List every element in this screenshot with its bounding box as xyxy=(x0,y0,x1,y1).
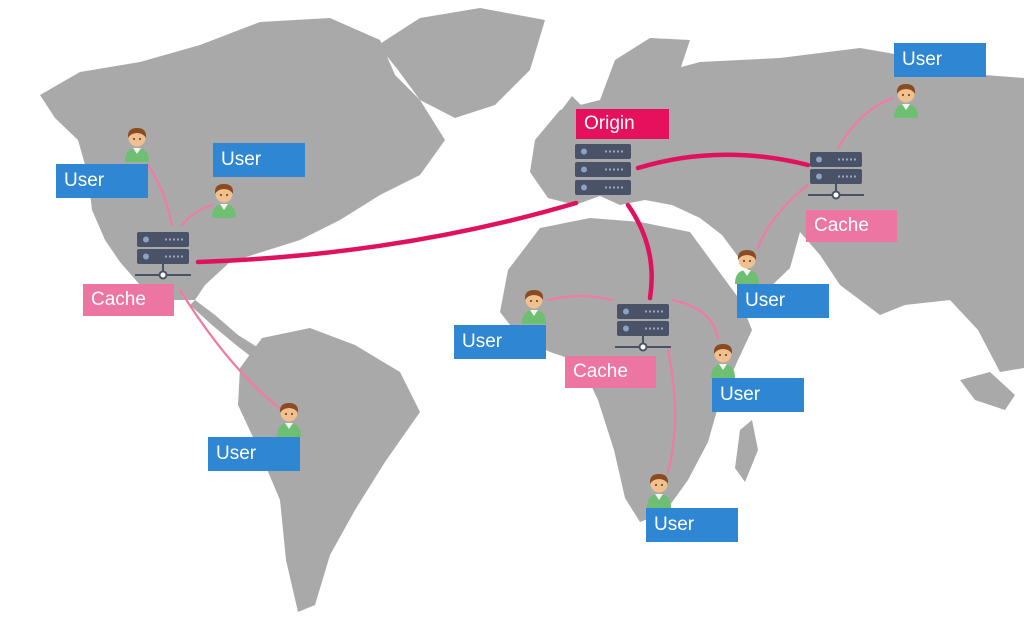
user-label-na-east: User xyxy=(213,143,305,177)
origin-server-icon xyxy=(574,143,632,196)
cache-label-asia: Cache xyxy=(806,210,897,242)
link-west-africa xyxy=(546,294,614,302)
link-south-africa xyxy=(666,348,677,474)
south-america-land xyxy=(238,328,420,612)
link-russia xyxy=(836,96,895,150)
link-south-america xyxy=(178,288,284,412)
origin-to-cache-americas-link xyxy=(195,200,579,265)
scandinavia-land xyxy=(600,38,690,100)
cache-links xyxy=(146,96,895,474)
link-na-east xyxy=(180,203,214,227)
user-label-east-africa: User xyxy=(712,378,804,412)
origin-to-cache-asia-link xyxy=(635,152,811,171)
central-america-land xyxy=(190,300,272,362)
southeast-asia-land xyxy=(960,372,1015,410)
user-label-na-west: User xyxy=(56,164,148,198)
greenland-land xyxy=(378,8,545,118)
user-label-russia: User xyxy=(894,43,986,77)
user-label-south-africa: User xyxy=(646,508,738,542)
user-label-south-america: User xyxy=(208,437,300,471)
origin-links xyxy=(195,152,811,301)
user-label-middle-east: User xyxy=(737,284,829,318)
cache-label-americas: Cache xyxy=(83,284,174,316)
origin-label: Origin xyxy=(576,109,669,139)
link-east-africa xyxy=(670,298,720,340)
madagascar-land xyxy=(735,420,758,482)
cache-label-africa: Cache xyxy=(565,356,656,388)
link-middle-east xyxy=(756,183,810,250)
user-label-west-africa: User xyxy=(454,325,546,359)
link-na-west xyxy=(146,163,174,227)
origin-to-cache-africa-link xyxy=(625,202,654,301)
